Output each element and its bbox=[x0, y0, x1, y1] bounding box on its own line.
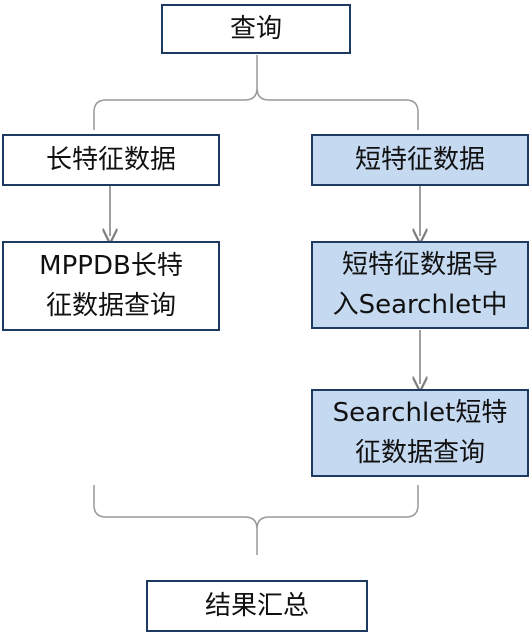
summary-node: 结果汇总 bbox=[146, 580, 368, 632]
import-searchlet-label: 短特征数据导 入Searchlet中 bbox=[332, 250, 508, 320]
mppdb-query-label: MPPDB长特 征数据查询 bbox=[39, 251, 183, 321]
query-label: 查询 bbox=[229, 14, 282, 44]
short-feature-label: 短特征数据 bbox=[354, 145, 485, 175]
searchlet-query-node: Searchlet短特 征数据查询 bbox=[311, 389, 529, 477]
query-node: 查询 bbox=[161, 4, 351, 54]
top-split-brace bbox=[93, 55, 419, 130]
import-searchlet-node: 短特征数据导 入Searchlet中 bbox=[311, 241, 529, 329]
mppdb-query-node: MPPDB长特 征数据查询 bbox=[2, 241, 220, 331]
summary-label: 结果汇总 bbox=[204, 591, 309, 621]
searchlet-query-label: Searchlet短特 征数据查询 bbox=[332, 398, 508, 468]
long-feature-label: 长特征数据 bbox=[45, 145, 176, 175]
short-feature-node: 短特征数据 bbox=[311, 134, 529, 186]
bottom-merge-brace bbox=[93, 485, 419, 555]
long-feature-node: 长特征数据 bbox=[2, 134, 220, 186]
